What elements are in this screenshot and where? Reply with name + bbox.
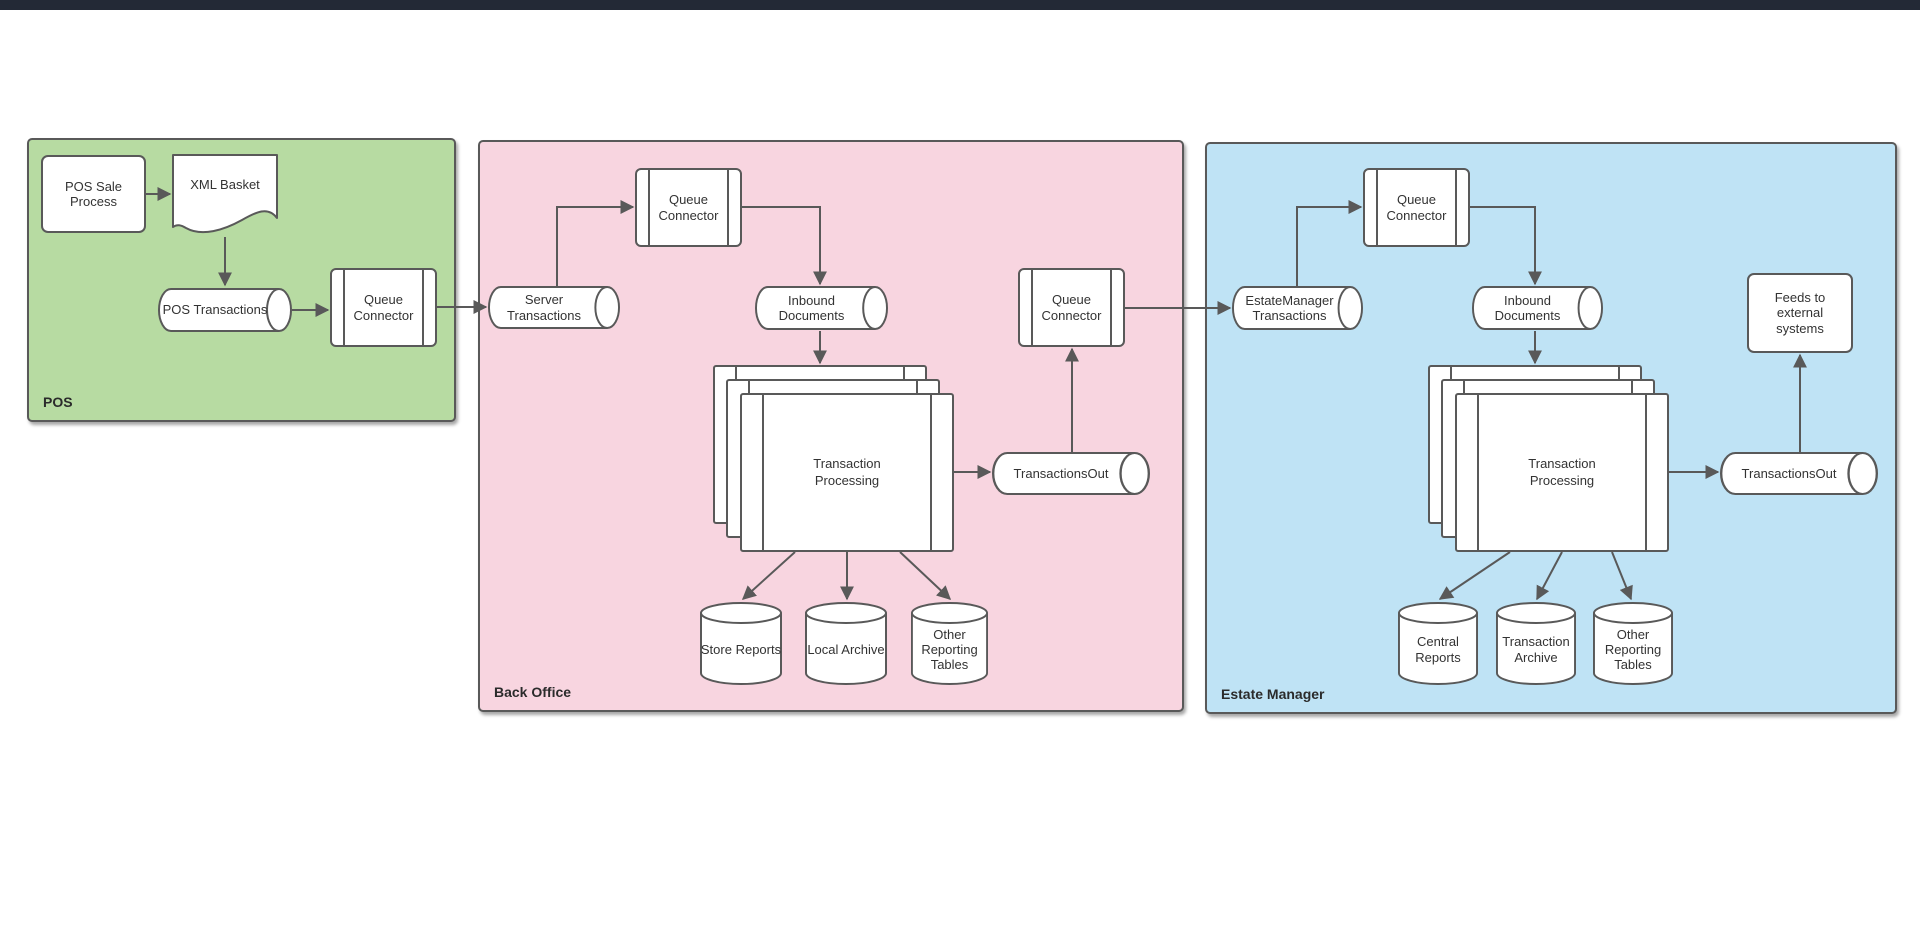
connector-bar	[343, 270, 345, 345]
stack-bar	[1477, 395, 1479, 550]
database-shape	[805, 602, 887, 685]
document-shape	[172, 154, 278, 234]
node-transaction-processing-backoffice[interactable]: Transaction Processing	[713, 365, 954, 552]
node-store-reports[interactable]: Store Reports	[700, 602, 782, 685]
node-pos-transactions[interactable]: POS Transactions	[158, 288, 292, 332]
queue-cylinder-shape	[992, 452, 1150, 495]
connector-qc-to-inbounddocs-bo[interactable]	[742, 206, 827, 286]
node-local-archive[interactable]: Local Archive	[805, 602, 887, 685]
queue-cylinder-shape	[158, 288, 292, 332]
node-label: Local Archive	[807, 641, 885, 657]
node-transactions-out-estatemanager[interactable]: TransactionsOut	[1720, 452, 1878, 495]
node-other-reporting-tables-backoffice[interactable]: Other Reporting Tables	[911, 602, 988, 685]
connector-processing-to-transactionarchive[interactable]	[1536, 551, 1563, 601]
queue-cylinder-shape	[755, 286, 888, 330]
database-shape	[1496, 602, 1576, 685]
stack-bar	[762, 395, 764, 550]
connector-bar	[1031, 270, 1033, 345]
database-shape	[1593, 602, 1673, 685]
node-label: Transaction Archive	[1502, 634, 1570, 665]
node-label: TransactionsOut	[1013, 465, 1109, 481]
node-label: Feeds to external systems	[1774, 290, 1826, 336]
stack-layer-front: Transaction Processing	[740, 393, 954, 552]
connector-bar	[727, 170, 729, 245]
node-queue-connector-backoffice-out[interactable]: Queue Connector	[1018, 268, 1125, 347]
node-label: POS Transactions	[162, 302, 268, 318]
node-inbound-documents-backoffice[interactable]: Inbound Documents	[755, 286, 888, 330]
node-label: Queue Connector	[658, 192, 719, 223]
connector-emtransactions-to-qc[interactable]	[1296, 200, 1363, 286]
node-queue-connector-pos[interactable]: Queue Connector	[330, 268, 437, 347]
node-queue-connector-estatemanager[interactable]: Queue Connector	[1363, 168, 1470, 247]
node-label: Queue Connector	[1386, 192, 1447, 223]
node-server-transactions[interactable]: Server Transactions	[488, 286, 620, 329]
node-label: Transaction Processing	[813, 456, 881, 488]
connector-processing-to-otherreporting-bo[interactable]	[899, 551, 952, 600]
container-back-office-label: Back Office	[494, 684, 572, 700]
node-label: POS Sale Process	[64, 178, 123, 209]
node-transactions-out-backoffice[interactable]: TransactionsOut	[992, 452, 1150, 495]
node-pos-sale-process[interactable]: POS Sale Process	[41, 155, 146, 233]
stack-bar	[930, 395, 932, 550]
top-window-bar	[0, 0, 1920, 10]
node-label: XML Basket	[190, 176, 260, 192]
node-other-reporting-tables-estatemanager[interactable]: Other Reporting Tables	[1593, 602, 1673, 685]
connector-processing-to-storereports[interactable]	[741, 551, 796, 600]
queue-cylinder-shape	[488, 286, 620, 329]
node-feeds-external-systems[interactable]: Feeds to external systems	[1747, 273, 1853, 353]
connector-bar	[1376, 170, 1378, 245]
node-label: EstateManager Transactions	[1245, 292, 1334, 323]
node-transaction-processing-estatemanager[interactable]: Transaction Processing	[1428, 365, 1669, 552]
node-label: Central Reports	[1415, 634, 1461, 665]
connector-processing-to-centralreports[interactable]	[1438, 551, 1511, 600]
node-label: Transaction Processing	[1528, 456, 1596, 488]
node-label: Store Reports	[700, 641, 782, 657]
stack-bar	[1645, 395, 1647, 550]
node-label: Server Transactions	[507, 292, 581, 323]
connector-servertransactions-to-qc[interactable]	[556, 200, 635, 286]
connector-bar	[1455, 170, 1457, 245]
connector-qc-to-inbounddocs-em[interactable]	[1468, 206, 1542, 286]
node-inbound-documents-estatemanager[interactable]: Inbound Documents	[1472, 286, 1603, 330]
node-label: Queue Connector	[1041, 292, 1102, 323]
container-estate-manager-label: Estate Manager	[1221, 686, 1325, 702]
database-shape	[1398, 602, 1478, 685]
node-estatemanager-transactions[interactable]: EstateManager Transactions	[1232, 286, 1363, 330]
node-label: TransactionsOut	[1741, 465, 1837, 481]
node-central-reports[interactable]: Central Reports	[1398, 602, 1478, 685]
node-queue-connector-backoffice-in[interactable]: Queue Connector	[635, 168, 742, 247]
connector-bar	[422, 270, 424, 345]
node-label: Inbound Documents	[778, 292, 845, 323]
container-pos-label: POS	[43, 394, 73, 410]
stack-layer-front: Transaction Processing	[1455, 393, 1669, 552]
queue-cylinder-shape	[1472, 286, 1603, 330]
connector-bar	[1110, 270, 1112, 345]
node-label: Queue Connector	[353, 292, 414, 323]
node-transaction-archive[interactable]: Transaction Archive	[1496, 602, 1576, 685]
database-shape	[700, 602, 782, 685]
connector-bar	[648, 170, 650, 245]
node-label: Inbound Documents	[1494, 292, 1561, 323]
node-label: Other Reporting Tables	[1604, 626, 1662, 673]
queue-cylinder-shape	[1232, 286, 1363, 330]
database-shape	[911, 602, 988, 685]
queue-cylinder-shape	[1720, 452, 1878, 495]
connector-processing-to-otherreporting-em[interactable]	[1611, 551, 1633, 601]
node-label: Other Reporting Tables	[921, 626, 978, 673]
node-xml-basket[interactable]: XML Basket	[172, 154, 278, 235]
